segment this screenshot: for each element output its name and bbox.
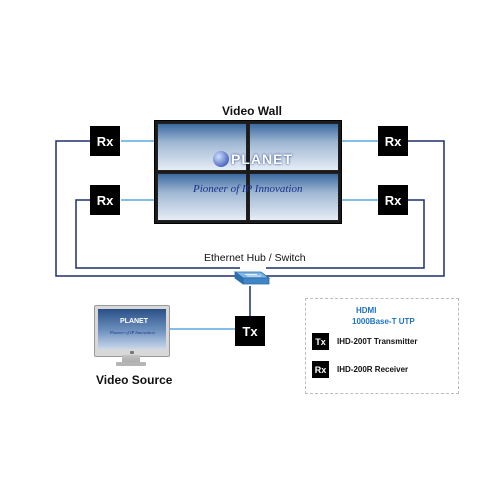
video-source-label: Video Source (96, 373, 173, 387)
legend-tx-desc: IHD-200T Transmitter (337, 337, 418, 346)
rx-box-top-right: Rx (378, 126, 408, 156)
legend-hdmi-label: HDMI (356, 306, 377, 315)
legend-rx-box: Rx (312, 361, 329, 378)
utp-line-rx1 (55, 140, 245, 277)
video-wall-logo: PLANET (231, 151, 293, 167)
legend-tx-box: Tx (312, 333, 329, 350)
rx-box-bottom-left: Rx (90, 185, 120, 215)
wall-screen-top-right (249, 123, 339, 171)
hub-label: Ethernet Hub / Switch (204, 252, 306, 264)
monitor-logo: PLANET (120, 318, 148, 325)
monitor-screen: PLANET Pioneer of IP Innovation (98, 309, 166, 349)
monitor-frame: PLANET Pioneer of IP Innovation (94, 305, 170, 357)
monitor-apple-icon (130, 351, 134, 354)
rx-box-top-left: Rx (90, 126, 120, 156)
wall-screen-bottom-left (157, 173, 247, 221)
video-wall: PLANET Pioneer of IP Innovation (154, 120, 342, 224)
wall-screen-bottom-right (249, 173, 339, 221)
switch-icon (233, 271, 271, 285)
utp-line-rx4 (266, 199, 425, 269)
video-wall-title: Video Wall (222, 104, 283, 118)
monitor-stand (122, 355, 140, 363)
monitor-icon: PLANET Pioneer of IP Innovation (94, 305, 170, 370)
legend: HDMI 1000Base-T UTP Tx IHD-200T Transmit… (305, 298, 459, 394)
tx-box: Tx (235, 316, 265, 346)
utp-line-rx2 (75, 199, 240, 269)
rx-box-bottom-right: Rx (378, 185, 408, 215)
legend-utp-label: 1000Base-T UTP (352, 317, 415, 326)
monitor-base (116, 362, 146, 366)
wall-screen-top-left (157, 123, 247, 171)
video-wall-tagline: Pioneer of IP Innovation (193, 183, 303, 195)
utp-line-rx3 (262, 140, 445, 277)
legend-rx-desc: IHD-200R Receiver (337, 365, 409, 374)
monitor-tagline: Pioneer of IP Innovation (110, 330, 155, 335)
planet-logo-icon (213, 151, 229, 167)
